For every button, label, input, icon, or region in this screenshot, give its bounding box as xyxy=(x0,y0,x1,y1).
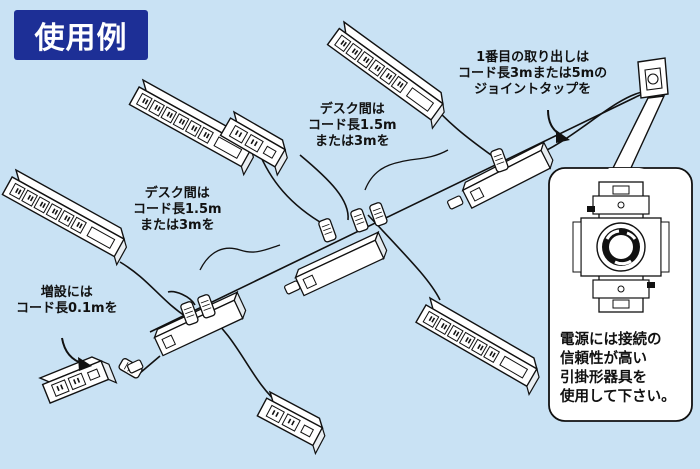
joint-tap xyxy=(292,231,390,297)
locking-wall-outlet-icon xyxy=(572,181,670,313)
label-line: 信頼性が高い xyxy=(560,351,647,367)
power-strip-icon xyxy=(0,169,134,266)
label-extension: 増設には コード長0.1mを xyxy=(16,285,118,317)
plug xyxy=(349,207,370,234)
label-line: コード長1.5m xyxy=(133,202,222,217)
label-line: または3mを xyxy=(314,134,390,149)
power-note: 電源には接続の 信頼性が高い 引掛形器具を 使用して下さい。 xyxy=(560,331,676,407)
label-line: コード長3mまたは5mの xyxy=(458,66,608,81)
plug xyxy=(317,217,338,244)
label-line: ジョイントタップを xyxy=(474,82,592,97)
power-strip-icon xyxy=(253,391,332,455)
label-line: コード長1.5m xyxy=(308,118,397,133)
plug xyxy=(368,201,389,228)
label-line: 1番目の取り出しは xyxy=(476,50,590,65)
label-line: 増設には xyxy=(40,285,93,300)
arrow xyxy=(547,109,563,137)
label-line: デスク間は xyxy=(144,186,210,201)
arrow-head xyxy=(556,130,570,143)
label-first-branch: 1番目の取り出しは コード長3mまたは5mの ジョイントタップを xyxy=(458,50,607,98)
wall-socket-icon xyxy=(637,57,669,99)
label-line: デスク間は xyxy=(319,102,385,117)
label-line: 使用して下さい。 xyxy=(560,389,676,405)
label-line: または3mを xyxy=(139,218,215,233)
label-line: 引掛形器具を xyxy=(560,370,647,386)
label-desk-left: デスク間は コード長1.5m または3mを xyxy=(133,186,222,234)
power-strip-icon xyxy=(412,297,547,396)
label-line: 電源には接続の xyxy=(560,332,662,348)
arrow-head xyxy=(78,357,92,371)
label-line: コード長0.1mを xyxy=(16,301,118,316)
power-strip-icon xyxy=(39,351,118,410)
page-title: 使用例 xyxy=(14,10,148,60)
label-leaders xyxy=(199,149,449,271)
label-desk-center: デスク間は コード長1.5m または3mを xyxy=(308,102,397,150)
